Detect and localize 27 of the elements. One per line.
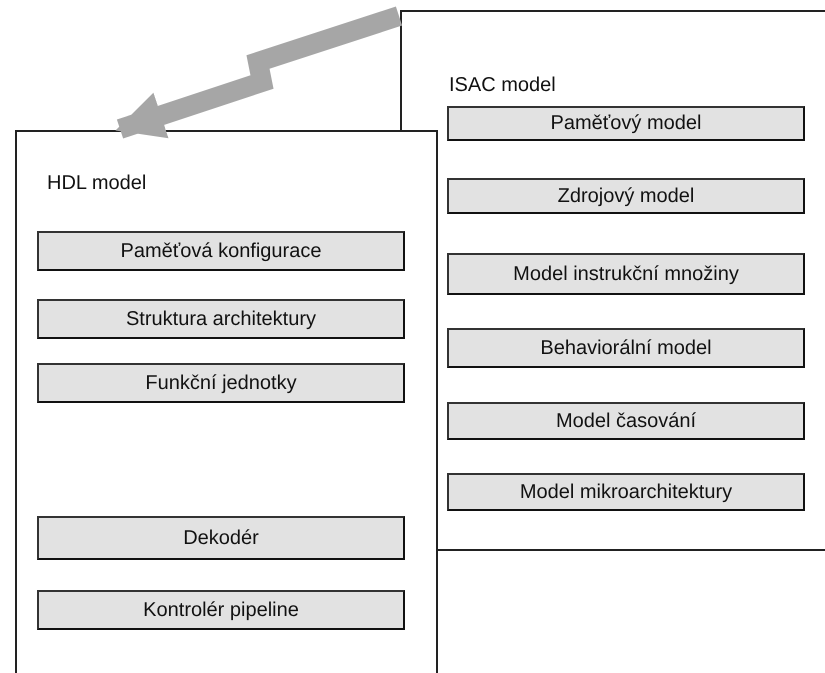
component-label: Struktura architektury xyxy=(126,308,316,330)
component-label: Kontrolér pipeline xyxy=(143,598,299,622)
component-box xyxy=(37,516,405,560)
component-label: Model časování xyxy=(556,410,696,432)
component-box xyxy=(447,402,805,440)
component-box xyxy=(447,253,805,295)
component-box xyxy=(447,328,805,368)
component-label: Dekodér xyxy=(183,526,259,550)
panel-title: HDL model xyxy=(47,172,146,195)
model-panel xyxy=(400,10,825,551)
component-box xyxy=(447,473,805,511)
component-label: Model instrukční množiny xyxy=(513,262,739,286)
transformation-arrow xyxy=(115,6,402,138)
component-box xyxy=(37,590,405,630)
panel-title: ISAC model xyxy=(449,74,556,97)
component-box xyxy=(447,106,805,141)
model-panel xyxy=(15,130,438,673)
component-box xyxy=(37,231,405,271)
component-label: Paměťový model xyxy=(550,112,702,135)
component-label: Zdrojový model xyxy=(558,184,694,208)
component-label: Paměťová konfigurace xyxy=(120,240,322,262)
component-label: Funkční jednotky xyxy=(145,372,297,394)
component-label: Model mikroarchitektury xyxy=(520,480,732,504)
component-box xyxy=(447,178,805,214)
component-label: Behaviorální model xyxy=(540,336,712,360)
component-box xyxy=(37,299,405,339)
component-box xyxy=(37,363,405,403)
